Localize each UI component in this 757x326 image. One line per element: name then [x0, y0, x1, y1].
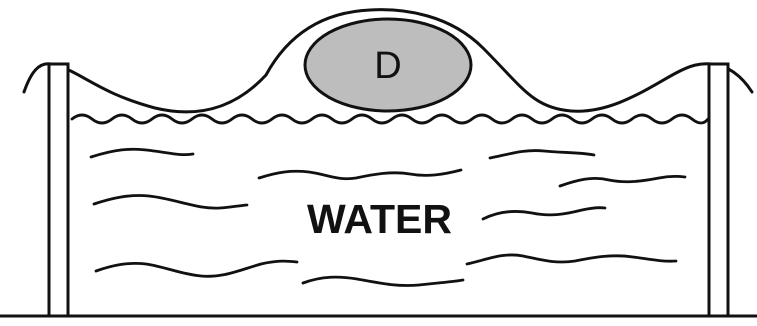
right-post	[709, 64, 728, 316]
water-label: WATER	[307, 196, 452, 242]
left-post	[49, 64, 68, 316]
object-label: D	[374, 45, 401, 87]
